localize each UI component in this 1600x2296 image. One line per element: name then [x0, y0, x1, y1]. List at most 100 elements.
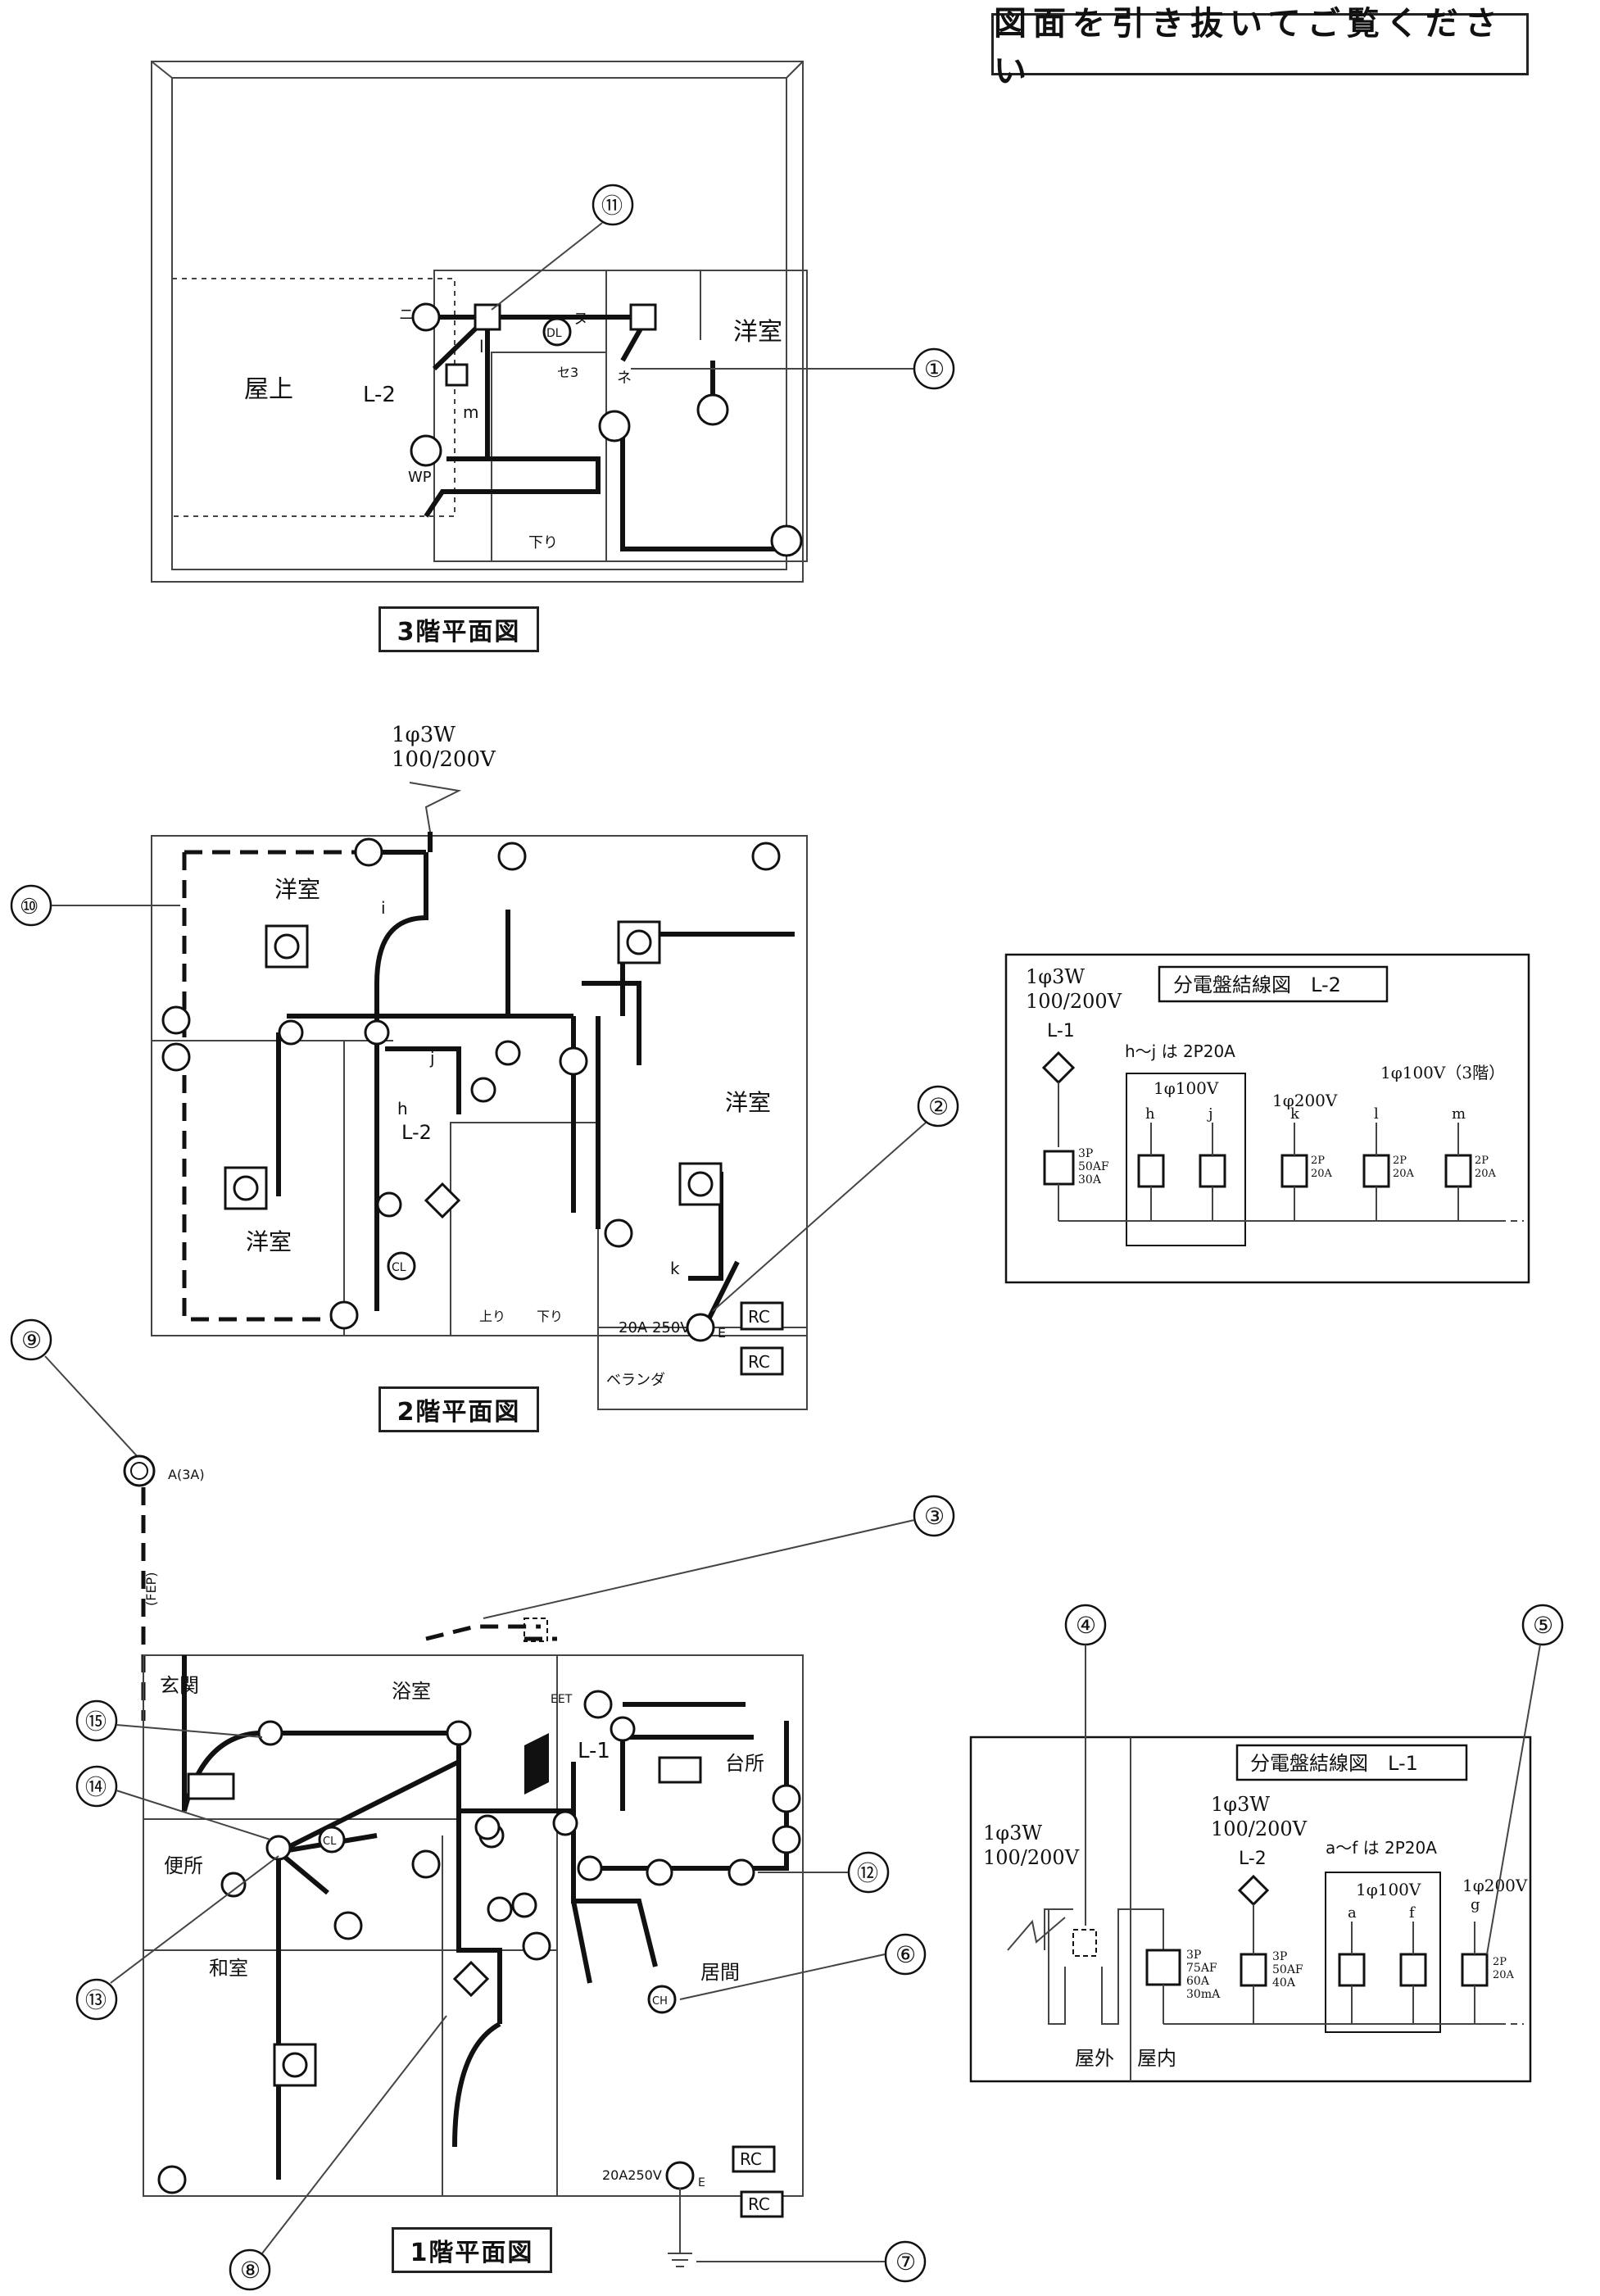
outlet-icon [157, 2165, 187, 2194]
panel-l2-m-rating-2: 20A [1475, 1168, 1497, 1180]
outlet-wp-icon [410, 434, 442, 467]
callout-8-label: ⑧ [240, 2257, 261, 2284]
outlet-icon [411, 1849, 441, 1879]
room-toilet: 便所 [164, 1854, 203, 1877]
callout-1 [913, 347, 955, 390]
light-shi-icon [727, 1858, 755, 1886]
callout-6-label: ⑥ [895, 1941, 916, 1968]
callout-10 [10, 884, 52, 927]
first-label-l1: L-1 [578, 1739, 610, 1763]
junction-icon [577, 1855, 603, 1881]
breaker-a-icon [1338, 1953, 1366, 1987]
first-floor-caption-box: 1階平面図 [392, 2227, 552, 2273]
first-label-ch: CH [652, 1995, 668, 2008]
second-floor-caption-box: 2階平面図 [378, 1386, 539, 1432]
third-label-ni: ニ [399, 306, 414, 324]
callout-15-label: ⑮ [85, 1710, 107, 1735]
callout-6 [884, 1933, 927, 1976]
junction-icon [487, 1896, 513, 1922]
panel-l2-m-rating-1: 2P [1475, 1155, 1489, 1167]
third-label-down: 下り [528, 534, 558, 551]
light-sa-icon [658, 1756, 702, 1784]
panel-l1-supply-in-2: 100/200V [983, 1846, 1080, 1869]
panel-l1-be-2: 75AF [1186, 1962, 1217, 1975]
callout-13 [75, 1978, 118, 2021]
junction-icon [265, 1835, 292, 1861]
third-floor-caption-box: 3階平面図 [378, 606, 539, 652]
third-label-wp: WP [408, 469, 432, 486]
room-japanese: 和室 [209, 1957, 248, 1980]
second-label-i: i [381, 898, 386, 918]
callout-2-label: ② [928, 1093, 949, 1120]
second-label-down: 下り [537, 1309, 563, 1324]
third-floor-caption: 3階平面図 [397, 618, 521, 647]
panel-l1-b-1: 3P [1272, 1950, 1287, 1963]
breaker-j-icon [1199, 1154, 1226, 1188]
panel-l2-circuit-k: k [1290, 1105, 1300, 1123]
callout-7-label: ⑦ [895, 2248, 916, 2276]
panel-l1-be-1: 3P [1186, 1949, 1201, 1962]
second-floor-wiring [276, 832, 795, 1329]
breaker-l2-feeder-icon [1240, 1953, 1267, 1987]
third-label-m: m [463, 402, 478, 422]
outlet-icon [522, 1931, 551, 1961]
panel-l1-b-2: 50AF [1272, 1963, 1303, 1976]
second-floor-concealed-wiring [182, 850, 369, 1322]
switch-a-icon [452, 1960, 490, 1998]
callout-3-label: ③ [924, 1503, 945, 1530]
ceiling-light-cl-icon [318, 1826, 346, 1854]
panel-l1-outdoor: 屋外 [1075, 2047, 1114, 2070]
callout-1-label: ① [924, 356, 945, 383]
room-entrance: 玄関 [160, 1674, 199, 1697]
breaker-g-icon [1461, 1953, 1489, 1987]
first-label-fep: (FEP) [143, 1572, 159, 1606]
callout-14-label: ⑭ [85, 1776, 107, 1800]
ceiling-light-icon [678, 1162, 723, 1206]
chandelier-icon [647, 1985, 677, 2014]
first-label-rc-1: RC [740, 2149, 762, 2169]
ground-icon [668, 2188, 692, 2267]
third-floor-wiring-2 [620, 361, 786, 551]
panel-l1-to: L-2 [1239, 1849, 1267, 1869]
third-label-l2: L-2 [363, 383, 396, 407]
callout-9 [10, 1318, 52, 1361]
panel-l2-group-200v: 1φ200V [1272, 1091, 1338, 1110]
breaker-k-icon [1280, 1154, 1308, 1188]
panel-l1-circuit-f: f [1409, 1904, 1416, 1922]
downlight-icon [474, 1814, 501, 1840]
outlet-icon [354, 837, 383, 867]
callout-12 [847, 1851, 890, 1894]
second-supply-1: 1φ3W [392, 723, 456, 747]
outlet-icon [770, 524, 803, 557]
junction-icon [610, 1716, 636, 1742]
callout-4-label: ④ [1076, 1612, 1096, 1639]
second-label-balcony: ベランダ [606, 1372, 665, 1389]
room-living: 居間 [700, 1961, 740, 1984]
third-floor-plan: 屋上 洋室 L-2 WP 下り l m ニ ヌ ネ セ3 DL ① ⑪ [151, 61, 955, 583]
room-rooftop: 屋上 [244, 375, 293, 404]
callout-14 [75, 1765, 118, 1808]
room-bath: 浴室 [392, 1680, 431, 1703]
panel-l1-g-rating-2: 20A [1493, 1969, 1515, 1981]
second-label-h: h [397, 1099, 408, 1119]
junction-icon [364, 1019, 390, 1046]
second-label-cl: CL [392, 1261, 406, 1274]
callout-2 [917, 1085, 959, 1128]
panel-l1-circuit-a: a [1348, 1904, 1357, 1922]
panel-l1-supply-out-2: 100/200V [1211, 1817, 1308, 1840]
junction-box [445, 363, 469, 387]
light-ka-icon [187, 1772, 235, 1800]
rc-unit-icon [740, 1346, 784, 1376]
callout-5-label: ⑤ [1533, 1612, 1553, 1639]
meter-icon [123, 1454, 156, 1487]
panel-l1-b-3: 40A [1272, 1976, 1296, 1990]
panel-l1-diagram: 分電盤結線図 L-1 1φ3W 100/200V 1φ3W 100/200V a… [969, 1604, 1564, 2083]
second-label-l2: L-2 [401, 1121, 432, 1144]
outlet-icon [604, 1218, 633, 1248]
first-floor-caption: 1階平面図 [410, 2239, 534, 2267]
second-label-e: E [718, 1325, 726, 1341]
junction-icon [220, 1872, 247, 1898]
panel-l2-circuit-j: j [1207, 1105, 1213, 1123]
outlet-icon [161, 1005, 191, 1035]
